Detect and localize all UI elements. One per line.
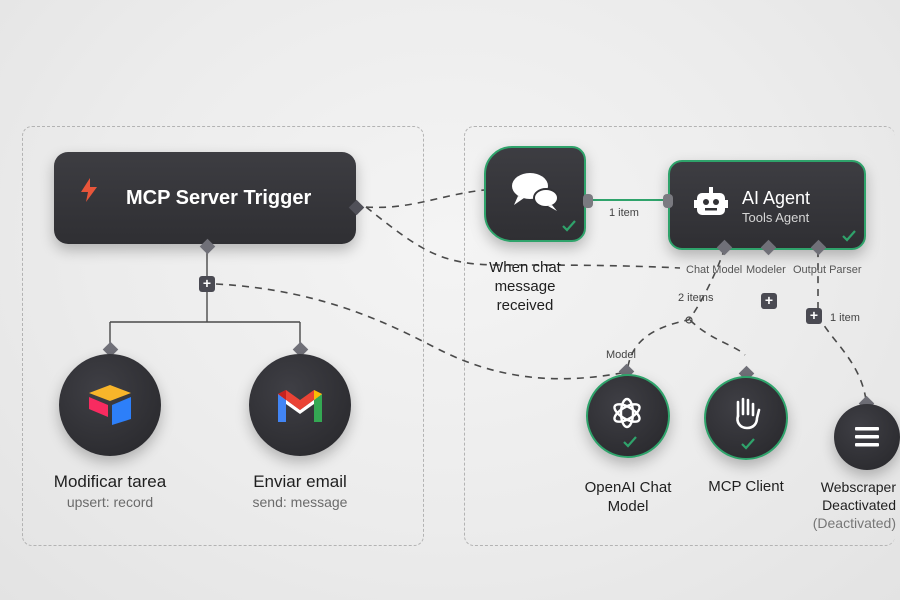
- airtable-tool-title: Modificar tarea: [53, 472, 167, 491]
- check-icon: [562, 220, 576, 232]
- connection-tools-to-model: [215, 283, 628, 380]
- webscraper-title-line2: Deactivated: [822, 497, 896, 513]
- chat-bubbles-icon: [512, 173, 559, 211]
- mcp-client-node[interactable]: [704, 376, 788, 460]
- lightning-icon: [81, 178, 97, 202]
- check-icon: [842, 230, 856, 242]
- gmail-tool-node[interactable]: [249, 354, 351, 456]
- openai-chat-model-node[interactable]: [586, 374, 670, 458]
- tools-items-count: 2 items: [678, 292, 714, 304]
- chat-to-agent-count: 1 item: [609, 207, 639, 219]
- airtable-tool-subtitle: upsert: record: [66, 494, 154, 510]
- add-tool-button[interactable]: +: [199, 276, 215, 292]
- agent-output-parser-label: Output Parser: [793, 264, 862, 276]
- mcp-hand-icon: [736, 397, 761, 430]
- add-output-parser-button[interactable]: +: [806, 308, 822, 324]
- agent-memory-label: Modeler: [746, 264, 786, 276]
- mcp-server-trigger-title: MCP Server Trigger: [126, 187, 312, 209]
- ai-agent-node[interactable]: AI Agent Tools Agent: [668, 160, 866, 250]
- check-icon: [741, 438, 755, 450]
- chat-trigger-title-line1: When chat: [489, 259, 561, 276]
- ai-agent-title: AI Agent: [742, 188, 811, 208]
- openai-chat-model-title-line1: OpenAI Chat: [584, 479, 672, 496]
- webscraper-title-line1: Webscraper: [820, 479, 896, 495]
- openai-logo: [613, 397, 641, 429]
- webscraper-status: (Deactivated): [812, 515, 896, 531]
- connection-trigger-to-model: [365, 206, 681, 269]
- airtable-tool-node[interactable]: [59, 354, 161, 456]
- parser-items-count: 1 item: [830, 312, 860, 324]
- chat-trigger-title: When chat message received: [470, 258, 580, 315]
- airtable-logo: [89, 385, 131, 425]
- mcp-client-title: MCP Client: [708, 478, 784, 495]
- agent-chat-model-label: Chat Model: [686, 264, 743, 276]
- mcp-server-trigger-node[interactable]: MCP Server Trigger: [54, 152, 356, 244]
- chat-trigger-node[interactable]: [484, 146, 586, 242]
- gmail-tool-title: Enviar email: [253, 472, 347, 491]
- agent-input-port[interactable]: [663, 194, 673, 208]
- chat-output-port[interactable]: [583, 194, 593, 208]
- openai-chat-model-title-line2: Model: [607, 498, 649, 515]
- connection-agent-model-to-mcp: [689, 319, 746, 356]
- robot-icon: [694, 187, 728, 215]
- chat-trigger-title-line3: received: [496, 297, 554, 314]
- connection-agent-model-to-openai: [626, 247, 726, 373]
- connection-trigger-tree: [109, 247, 301, 345]
- menu-lines-icon: [855, 427, 879, 447]
- ai-agent-subtitle: Tools Agent: [742, 210, 810, 225]
- gmail-tool-subtitle: send: message: [252, 494, 348, 510]
- right-group-frame: [464, 126, 895, 546]
- left-group-frame: [22, 126, 424, 546]
- connection-trigger-to-chat: [365, 189, 485, 209]
- add-memory-button[interactable]: +: [761, 293, 777, 309]
- webscraper-node[interactable]: [834, 404, 900, 470]
- gmail-logo: [278, 390, 322, 422]
- webscraper-title: Webscraper Deactivated (Deactivated): [806, 478, 896, 532]
- openai-chat-model-title: OpenAI Chat Model: [558, 478, 698, 516]
- check-icon: [623, 436, 637, 448]
- chat-trigger-title-line2: message: [494, 278, 556, 295]
- model-connection-label: Model: [606, 349, 636, 361]
